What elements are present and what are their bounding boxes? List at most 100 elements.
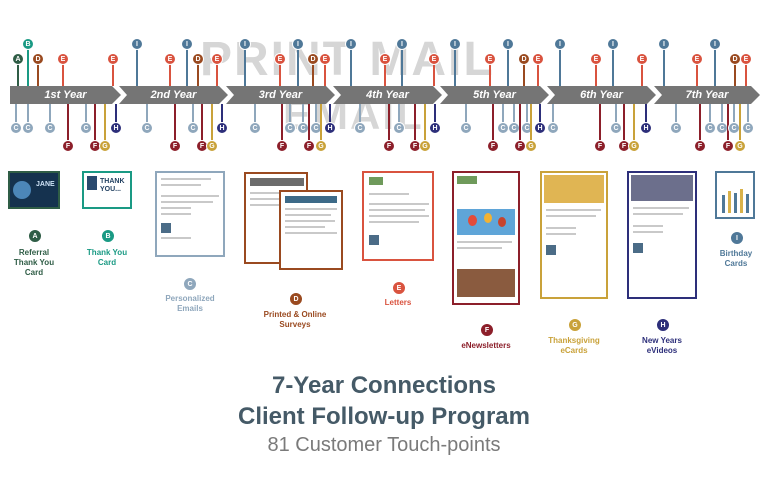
marker-dot-c: C [80,122,92,134]
marker-dot-e: E [691,53,703,65]
marker-stem [169,63,171,86]
marker-dot-i: I [449,38,461,50]
marker-dot-e: E [428,53,440,65]
marker-stem [433,63,435,86]
marker-stem [537,63,539,86]
marker-dot-c: C [44,122,56,134]
marker-dot-c: C [547,122,559,134]
marker-stem [216,63,218,86]
marker-stem [221,104,223,124]
marker-dot-e: E [740,53,752,65]
thumb-thank-you-card: THANKYOU... [82,171,132,209]
marker-stem [211,104,213,142]
marker-stem [526,104,528,124]
marker-stem [302,104,304,124]
marker-stem [174,104,176,142]
marker-dot-i: I [502,38,514,50]
marker-dot-g: G [206,140,218,152]
marker-stem [398,104,400,124]
marker-stem [507,48,509,86]
marker-stem [559,48,561,86]
marker-stem [186,48,188,86]
marker-stem [350,48,352,86]
marker-stem [49,104,51,124]
marker-dot-i: I [658,38,670,50]
card-photo [87,176,97,190]
marker-dot-c: C [670,122,682,134]
year-bar-5: 5th Year [440,86,549,104]
marker-dot-h: H [110,122,122,134]
marker-dot-g: G [734,140,746,152]
subtitle: 81 Customer Touch-points [0,432,768,458]
thumb-online-survey [279,190,343,270]
marker-stem [315,104,317,124]
marker-dot-e: E [57,53,69,65]
marker-dot-g: G [525,140,537,152]
marker-dot-c: C [10,122,22,134]
survey-header [250,178,304,186]
marker-stem [308,104,310,142]
marker-dot-i: I [345,38,357,50]
marker-dot-h: H [324,122,336,134]
marker-stem [27,104,29,124]
legend-dot-i: I [730,231,744,245]
marker-stem [699,104,701,142]
marker-stem [146,104,148,124]
marker-stem [401,48,403,86]
title-line-1: 7-Year Connections [0,370,768,401]
marker-stem [454,48,456,86]
online-survey-header [285,196,337,203]
marker-stem [739,104,741,142]
marker-dot-h: H [429,122,441,134]
marker-stem [747,104,749,124]
thumb-referral-card: JANE [8,171,60,209]
marker-stem [94,104,96,142]
marker-stem [329,104,331,124]
marker-stem [112,63,114,86]
marker-stem [201,104,203,142]
letter-photo [369,235,379,245]
marker-dot-i: I [181,38,193,50]
legend-dot-f: F [480,323,494,337]
marker-stem [714,48,716,86]
marker-dot-i: I [239,38,251,50]
marker-stem [612,48,614,86]
marker-dot-e: E [107,53,119,65]
marker-dot-e: E [319,53,331,65]
marker-dot-c: C [742,122,754,134]
marker-stem [530,104,532,142]
marker-stem [663,48,665,86]
marker-stem [641,63,643,86]
marker-dot-e: E [379,53,391,65]
legend-dot-d: D [289,292,303,306]
signature-photo [161,223,171,233]
marker-dot-h: H [216,122,228,134]
marker-stem [645,104,647,124]
label-enewsletters: eNewsletters [449,341,523,351]
marker-stem [281,104,283,142]
marker-stem [734,63,736,86]
marker-dot-i: I [131,38,143,50]
card-a-name: JANE [36,181,55,188]
marker-dot-h: H [640,122,652,134]
thumb-personalized-email [155,171,225,257]
marker-dot-d: D [307,53,319,65]
thumb-thanksgiving-ecard [540,171,608,299]
globe-graphic [13,181,31,199]
thumb-enewsletter [452,171,520,305]
legend-dot-a: A [28,229,42,243]
marker-dot-e: E [532,53,544,65]
marker-stem [136,48,138,86]
legend-dot-h: H [656,318,670,332]
marker-stem [539,104,541,124]
label-thanksgiving-ecards: ThanksgivingeCards [538,336,610,356]
year-bar-2: 2nd Year [119,86,228,104]
marker-stem [492,104,494,142]
marker-stem [675,104,677,124]
marker-dot-g: G [419,140,431,152]
marker-dot-e: E [164,53,176,65]
year-bar-1: 1st Year [10,86,121,104]
marker-dot-f: F [276,140,288,152]
